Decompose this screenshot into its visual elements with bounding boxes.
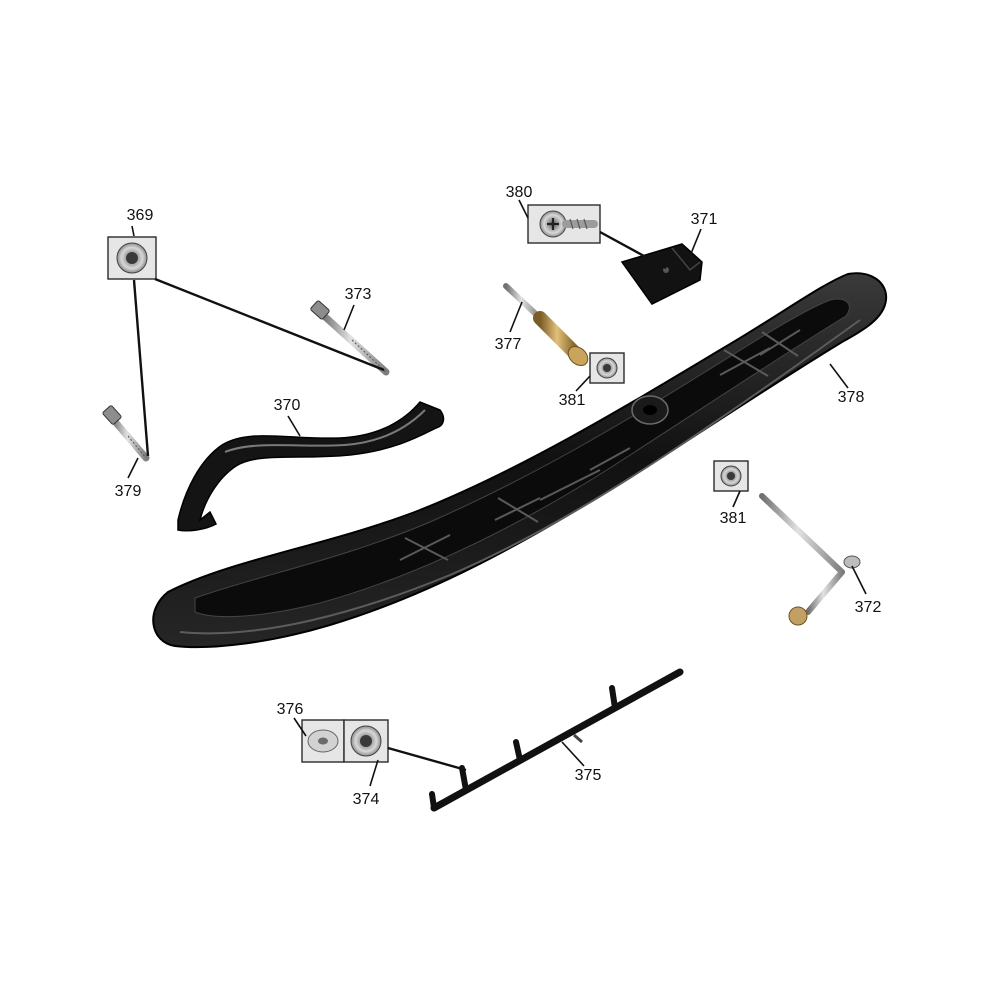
wear-pad-371 (620, 243, 703, 305)
bolt-373 (310, 300, 390, 376)
thumb-nut-369 (107, 236, 157, 280)
pin-372 (759, 493, 861, 626)
ski-378 (152, 272, 888, 649)
leader-lines (127, 199, 867, 787)
thumb-washer-376 (301, 719, 345, 763)
callout-380: 380 (506, 184, 533, 201)
callout-376: 376 (277, 701, 304, 718)
thumb-nut-374 (343, 719, 389, 763)
callout-371: 371 (691, 211, 718, 228)
carbide-runner-375 (429, 668, 684, 812)
callout-370: 370 (274, 397, 301, 414)
callout-labels: 369 373 370 379 380 371 377 381 378 381 … (115, 184, 882, 808)
spindle-bolt-377 (503, 283, 589, 366)
callout-381-lower: 381 (720, 510, 747, 527)
callout-373: 373 (345, 286, 372, 303)
callout-378: 378 (838, 389, 865, 406)
thumb-screw-380 (527, 204, 601, 244)
callout-379: 379 (115, 483, 142, 500)
callout-381-upper: 381 (559, 392, 586, 409)
callout-369: 369 (127, 207, 154, 224)
callout-375: 375 (575, 767, 602, 784)
ski-handle-370 (177, 401, 445, 532)
callout-372: 372 (855, 599, 882, 616)
thumb-nut-381-upper (589, 352, 625, 384)
callout-377: 377 (495, 336, 522, 353)
bolt-379 (102, 405, 150, 462)
thumb-nut-381-lower (713, 460, 749, 492)
callout-374: 374 (353, 791, 380, 808)
